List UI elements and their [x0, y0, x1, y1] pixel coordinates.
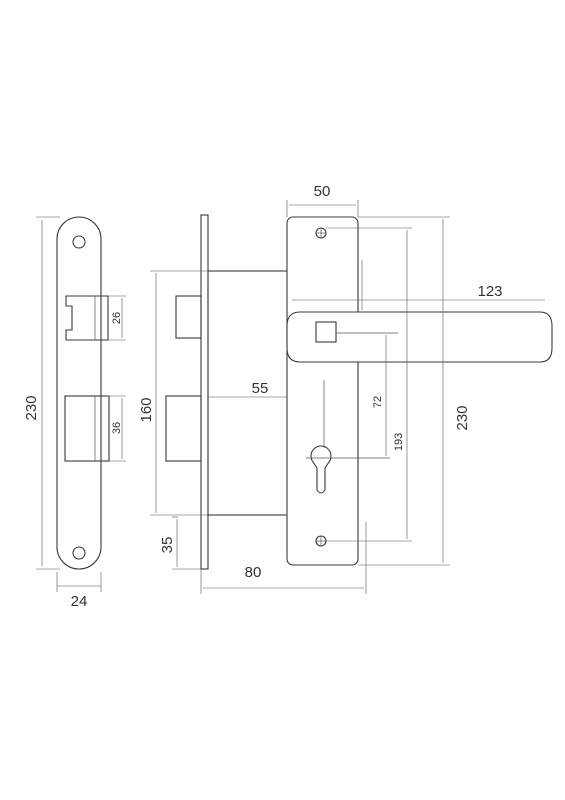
faceplate-outline	[56, 216, 102, 570]
keyhole-icon	[310, 445, 332, 494]
dim-bolt-height: 36	[109, 395, 126, 462]
deadbolt-outline	[64, 395, 110, 462]
dim-label-escutcheon-width: 50	[314, 183, 331, 200]
dim-label-bolt-height: 36	[111, 422, 123, 434]
dim-bottom-offset: 35	[159, 516, 201, 570]
dim-label-bottom-offset: 35	[159, 537, 176, 554]
body-faceplate-edge	[200, 214, 209, 570]
dim-handle-to-cylinder: 72	[372, 335, 387, 456]
dim-label-faceplate-width: 24	[71, 593, 88, 610]
latch-bolt-outline	[65, 295, 109, 341]
escutcheon-plate	[286, 216, 359, 566]
dim-label-hole-spacing: 193	[393, 433, 405, 451]
dim-body-depth: 80	[200, 522, 367, 594]
spindle-square	[315, 321, 337, 343]
body-latch	[175, 295, 202, 339]
dim-label-body-height: 160	[138, 397, 155, 422]
dim-label-escutcheon-height: 230	[454, 405, 471, 430]
dim-escutcheon-width: 50	[286, 183, 359, 217]
dim-label-handle-to-cylinder: 72	[372, 396, 384, 408]
body-deadbolt	[165, 395, 202, 462]
dim-label-backset: 55	[252, 380, 269, 397]
faceplate-top-screw-hole	[72, 235, 86, 249]
dim-faceplate-height: 230	[23, 216, 60, 570]
dim-latch-height: 26	[108, 295, 126, 341]
escutcheon-view	[286, 216, 553, 566]
dim-label-faceplate-height: 230	[23, 395, 40, 420]
dim-label-latch-height: 26	[111, 312, 123, 324]
faceplate-bottom-screw-hole	[72, 546, 86, 560]
dim-handle-length: 123	[292, 260, 545, 310]
dim-hole-spacing: 193	[326, 227, 412, 542]
lever-handle	[286, 311, 553, 363]
dim-label-body-depth: 80	[245, 564, 262, 581]
dim-label-handle-length: 123	[477, 283, 502, 300]
dim-body-height: 160	[138, 270, 208, 516]
dim-escutcheon-height: 230	[358, 216, 471, 566]
faceplate-view	[56, 216, 110, 570]
dim-faceplate-width: 24	[56, 572, 102, 610]
